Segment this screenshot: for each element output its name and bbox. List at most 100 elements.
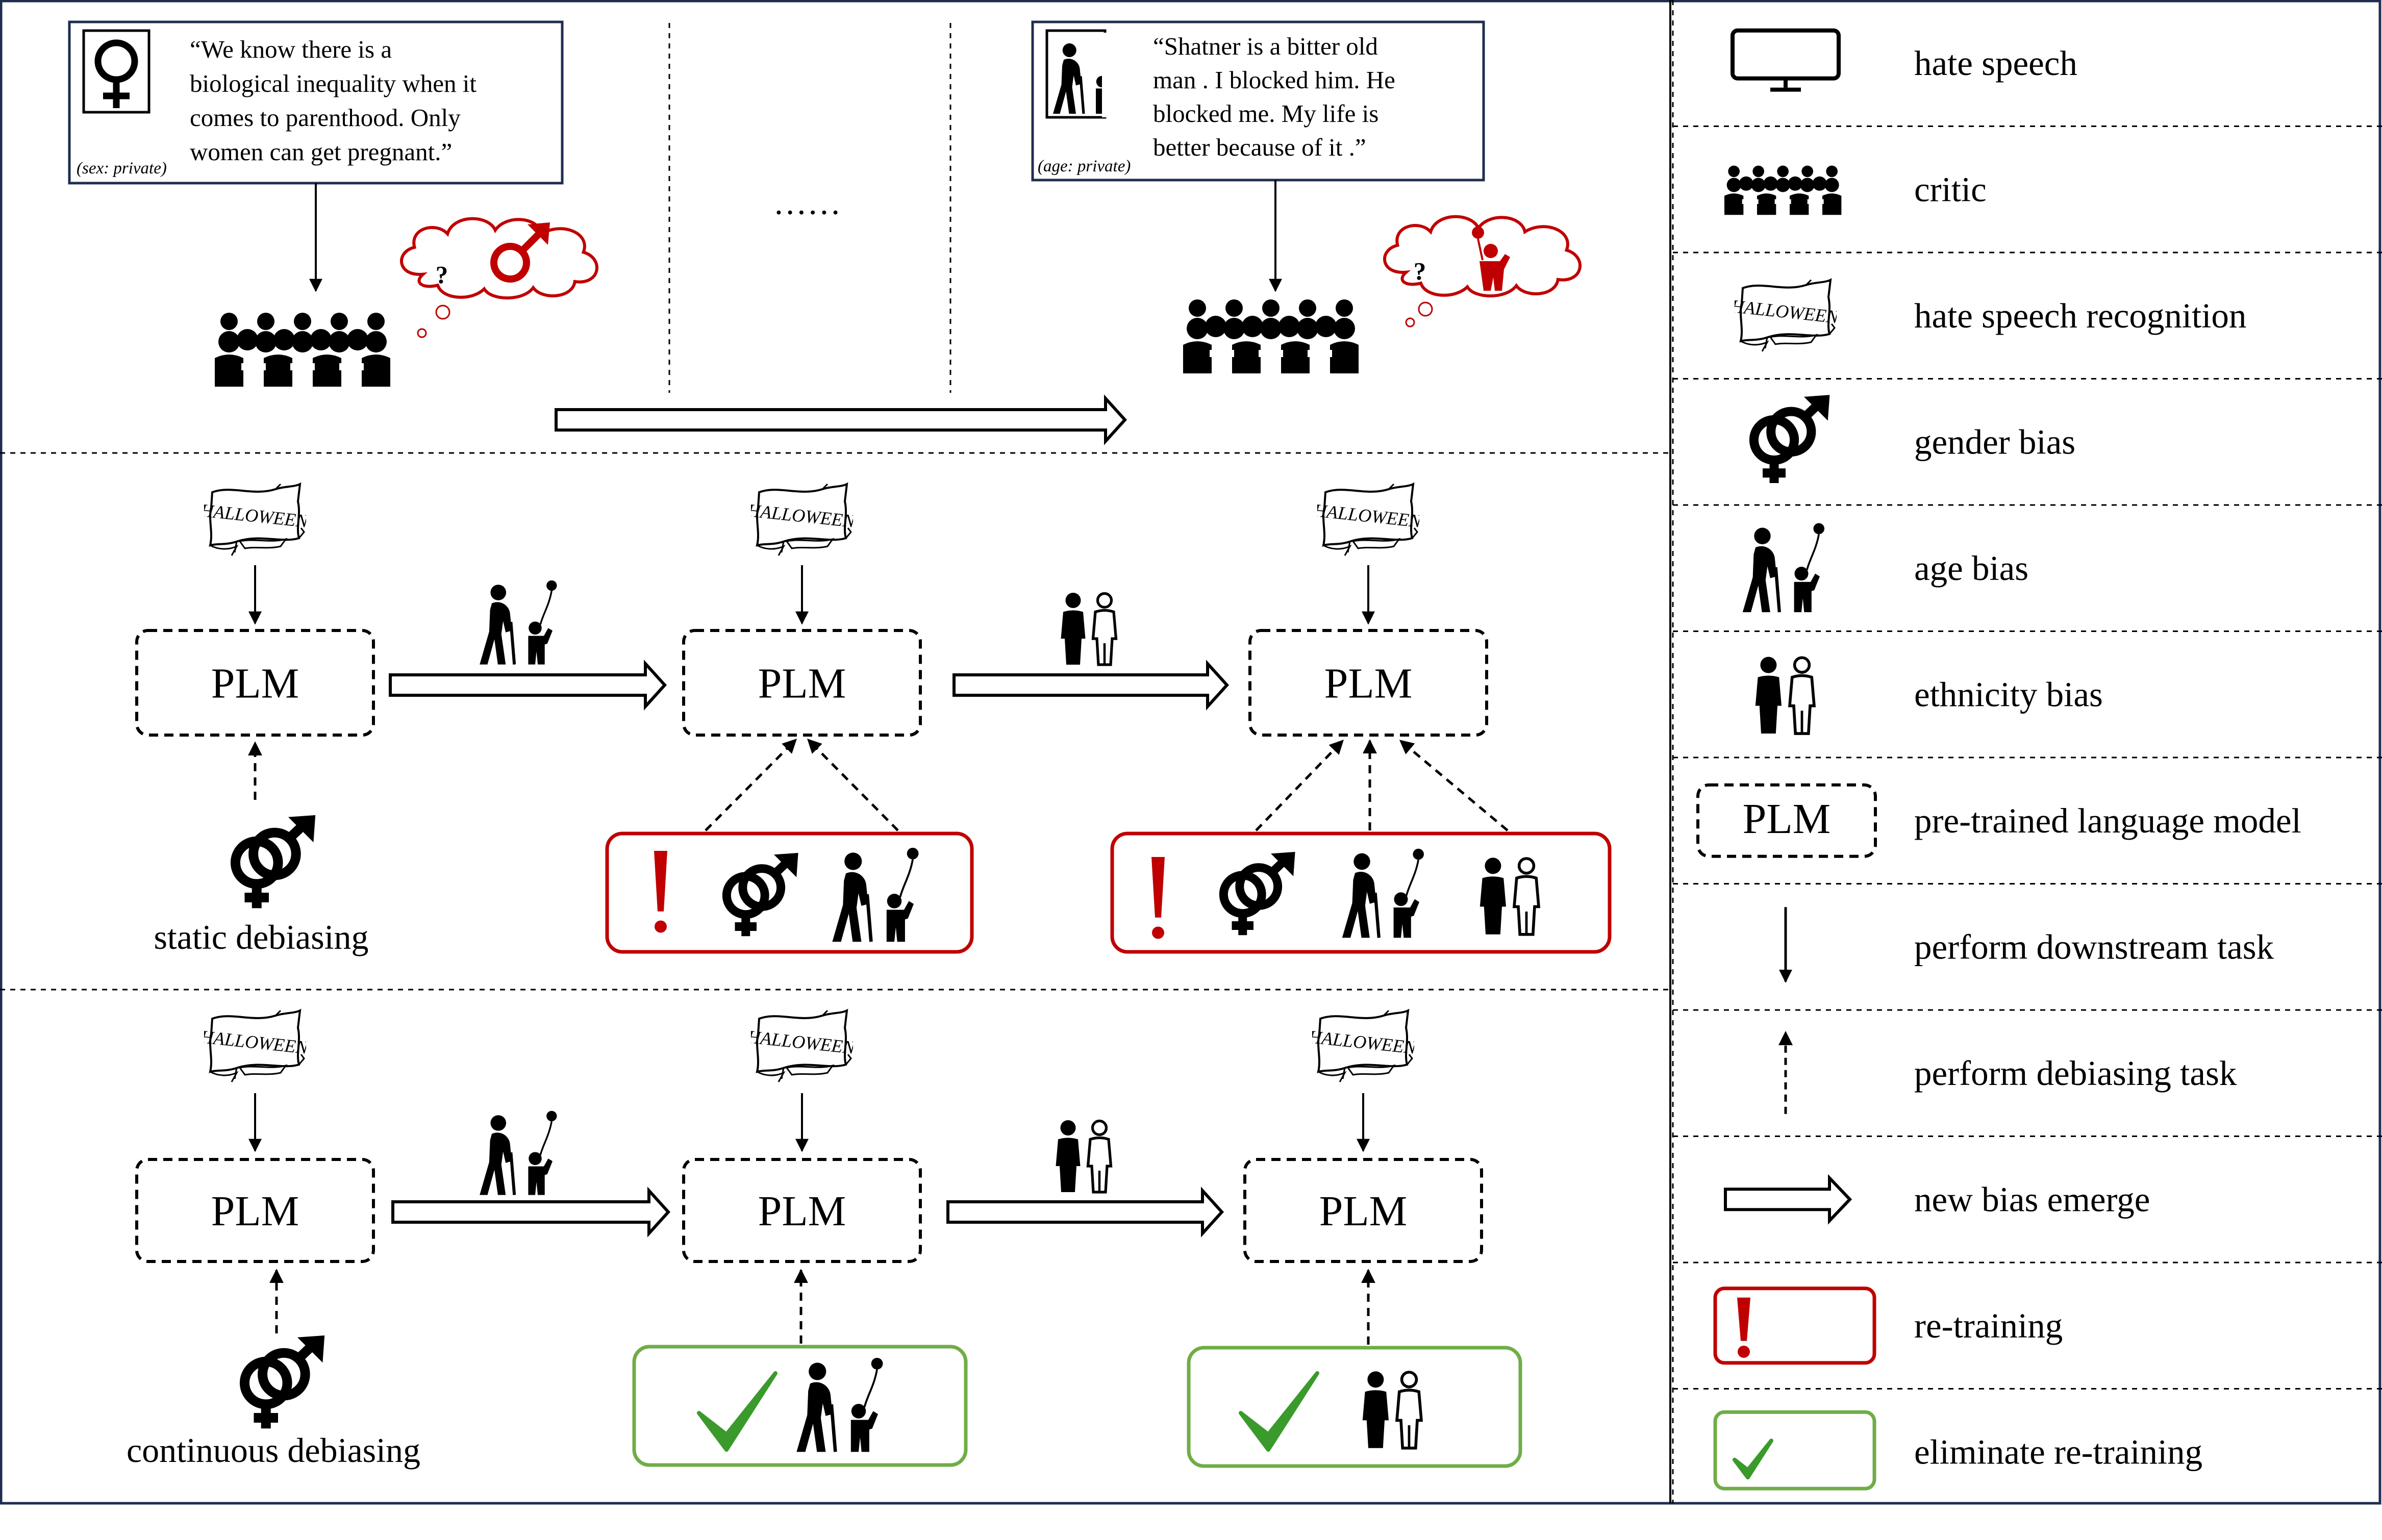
new-bias-arrow-static-2 [952,660,1230,711]
legend-label-solid-down-arrow: perform downstream task [1914,927,2274,966]
plm-box-static-1-label: PLM [758,660,846,708]
plm-box-static-0 [135,629,375,737]
banner-icon-static-1 [751,483,853,557]
ethnicity-bias-icon-cont-arrow [1056,1120,1111,1192]
plm-box-cont-2 [1243,1158,1483,1263]
ethnicity-bias-icon-static-arrow [1061,593,1116,665]
plm-box-cont-0-label: PLM [211,1188,299,1235]
debias-arrow-static-2c [1399,740,1509,831]
tag-right: (age: private) [1038,157,1131,175]
re-training-box-1 [605,831,974,954]
plm-box-cont-2-label: PLM [1319,1188,1408,1235]
age-people-icon [1743,523,1824,613]
male-symbol-circle [490,243,530,283]
male-symbol-head [528,222,550,245]
legend-exclamation [1737,1297,1750,1358]
legend-plm-text: PLM [1743,795,1831,843]
banner-icon-cont-1 [751,1009,853,1083]
red-balloon-string [1477,238,1484,261]
outer-frame [0,0,2381,1505]
eliminate-retraining-box-2 [1187,1346,1522,1468]
debias-arrow-static-1b [807,739,899,831]
quote-box-left [68,20,564,185]
plm-box-cont-1 [682,1158,922,1263]
new-bias-arrow-top [555,394,1127,445]
legend-label-plm-box: pre-trained language model [1914,801,2301,840]
debias-arrow-static-2a [1255,739,1344,831]
quote-left-line: biological inequality when it [190,69,477,97]
critic-crowd-icon [1724,165,1842,215]
quote-left-line: comes to parenthood. Only [190,104,461,132]
red-balloon [1472,226,1484,239]
quote-right-line: man . I blocked him. He [1153,66,1395,94]
thought-cloud-left [402,219,597,298]
exclamation-icon-2-dot [1152,926,1164,939]
plm-box-cont-1-label: PLM [758,1188,846,1235]
age-bias-icon-cont-arrow [480,1111,557,1195]
critic-crowd-icon-left [215,313,390,387]
check-icon-2 [1239,1371,1319,1452]
thought-bubble-small-right [1405,317,1415,327]
legend-label-critic-crowd: critic [1914,170,1987,209]
caption-continuous: continuous debiasing [127,1431,420,1470]
banner-icon-cont-0 [204,1009,306,1083]
monitor-icon [1733,31,1839,90]
gender-bias-icon-static [235,815,315,908]
new-bias-arrow-static-1 [389,660,667,711]
ellipsis: ...... [775,192,844,220]
plm-box-static-0-label: PLM [211,660,299,708]
age-bias-icon-static-arrow [480,580,557,665]
banner-icon-static-2 [1317,483,1419,557]
green-check-box-icon [1713,1410,1876,1491]
question-mark-right: ? [1414,257,1426,285]
exclamation-icon-2 [1151,857,1165,939]
quote-left-line: women can get pregnant.” [190,138,452,166]
exclamation-icon-1-bar [654,851,667,912]
critic-crowd-icon-right [1183,299,1359,373]
question-mark-left: ? [436,261,448,289]
halloween-banner-icon [1735,279,1837,352]
gender-bias-icon-cont [244,1335,324,1428]
red-exclamation-box-icon [1713,1286,1876,1365]
quote-left-line: “We know there is a [190,35,392,63]
check-icon-1 [697,1371,778,1452]
gender-symbol-icon [1754,395,1830,483]
legend-label-gender-symbol: gender bias [1914,422,2075,461]
plm-box-icon [1696,783,1877,858]
legend-label-monitor: hate speech [1914,44,2077,83]
caption-static: static debiasing [154,918,368,956]
banner-icon-cont-2 [1312,1009,1414,1083]
legend-label-ethnicity-people: ethnicity bias [1914,675,2103,714]
exclamation-icon-2-bar [1151,857,1165,918]
ethnicity-people-icon [1756,657,1814,734]
quote-right-line: better because of it .” [1153,133,1366,161]
plm-box-cont-0 [135,1158,375,1263]
exclamation-icon-1 [654,851,667,933]
new-bias-arrow-cont-1 [391,1186,671,1238]
red-child-head [1484,244,1498,258]
legend-exclamation-dot [1738,1345,1750,1358]
thought-bubble-small [417,328,427,338]
legend-label-red-exclamation-box: re-training [1914,1306,2063,1345]
tag-left: (sex: private) [77,159,167,178]
legend-check [1733,1438,1773,1480]
legend-label-hollow-right-arrow: new bias emerge [1914,1180,2150,1219]
thought-bubble-mid-right [1418,301,1433,317]
hollow-right-arrow-icon [1724,1174,1852,1225]
plm-box-static-2 [1248,629,1488,737]
plm-box-static-1 [682,629,922,737]
debias-arrow-static-1a [705,739,797,831]
legend-label-age-people: age bias [1914,549,2028,588]
legend-label-dashed-up-arrow: perform debiasing task [1914,1054,2237,1093]
quote-right-line: blocked me. My life is [1153,99,1378,128]
quote-right-line: “Shatner is a bitter old [1153,32,1378,60]
legend-exclamation-bar [1737,1297,1750,1341]
new-bias-arrow-cont-2 [946,1186,1224,1238]
banner-icon-static-0 [204,483,306,557]
legend-label-halloween-banner: hate speech recognition [1914,296,2246,335]
red-child-body [1480,254,1510,291]
thought-bubble-mid [435,305,450,320]
legend-label-green-check-box: eliminate re-training [1914,1432,2202,1471]
